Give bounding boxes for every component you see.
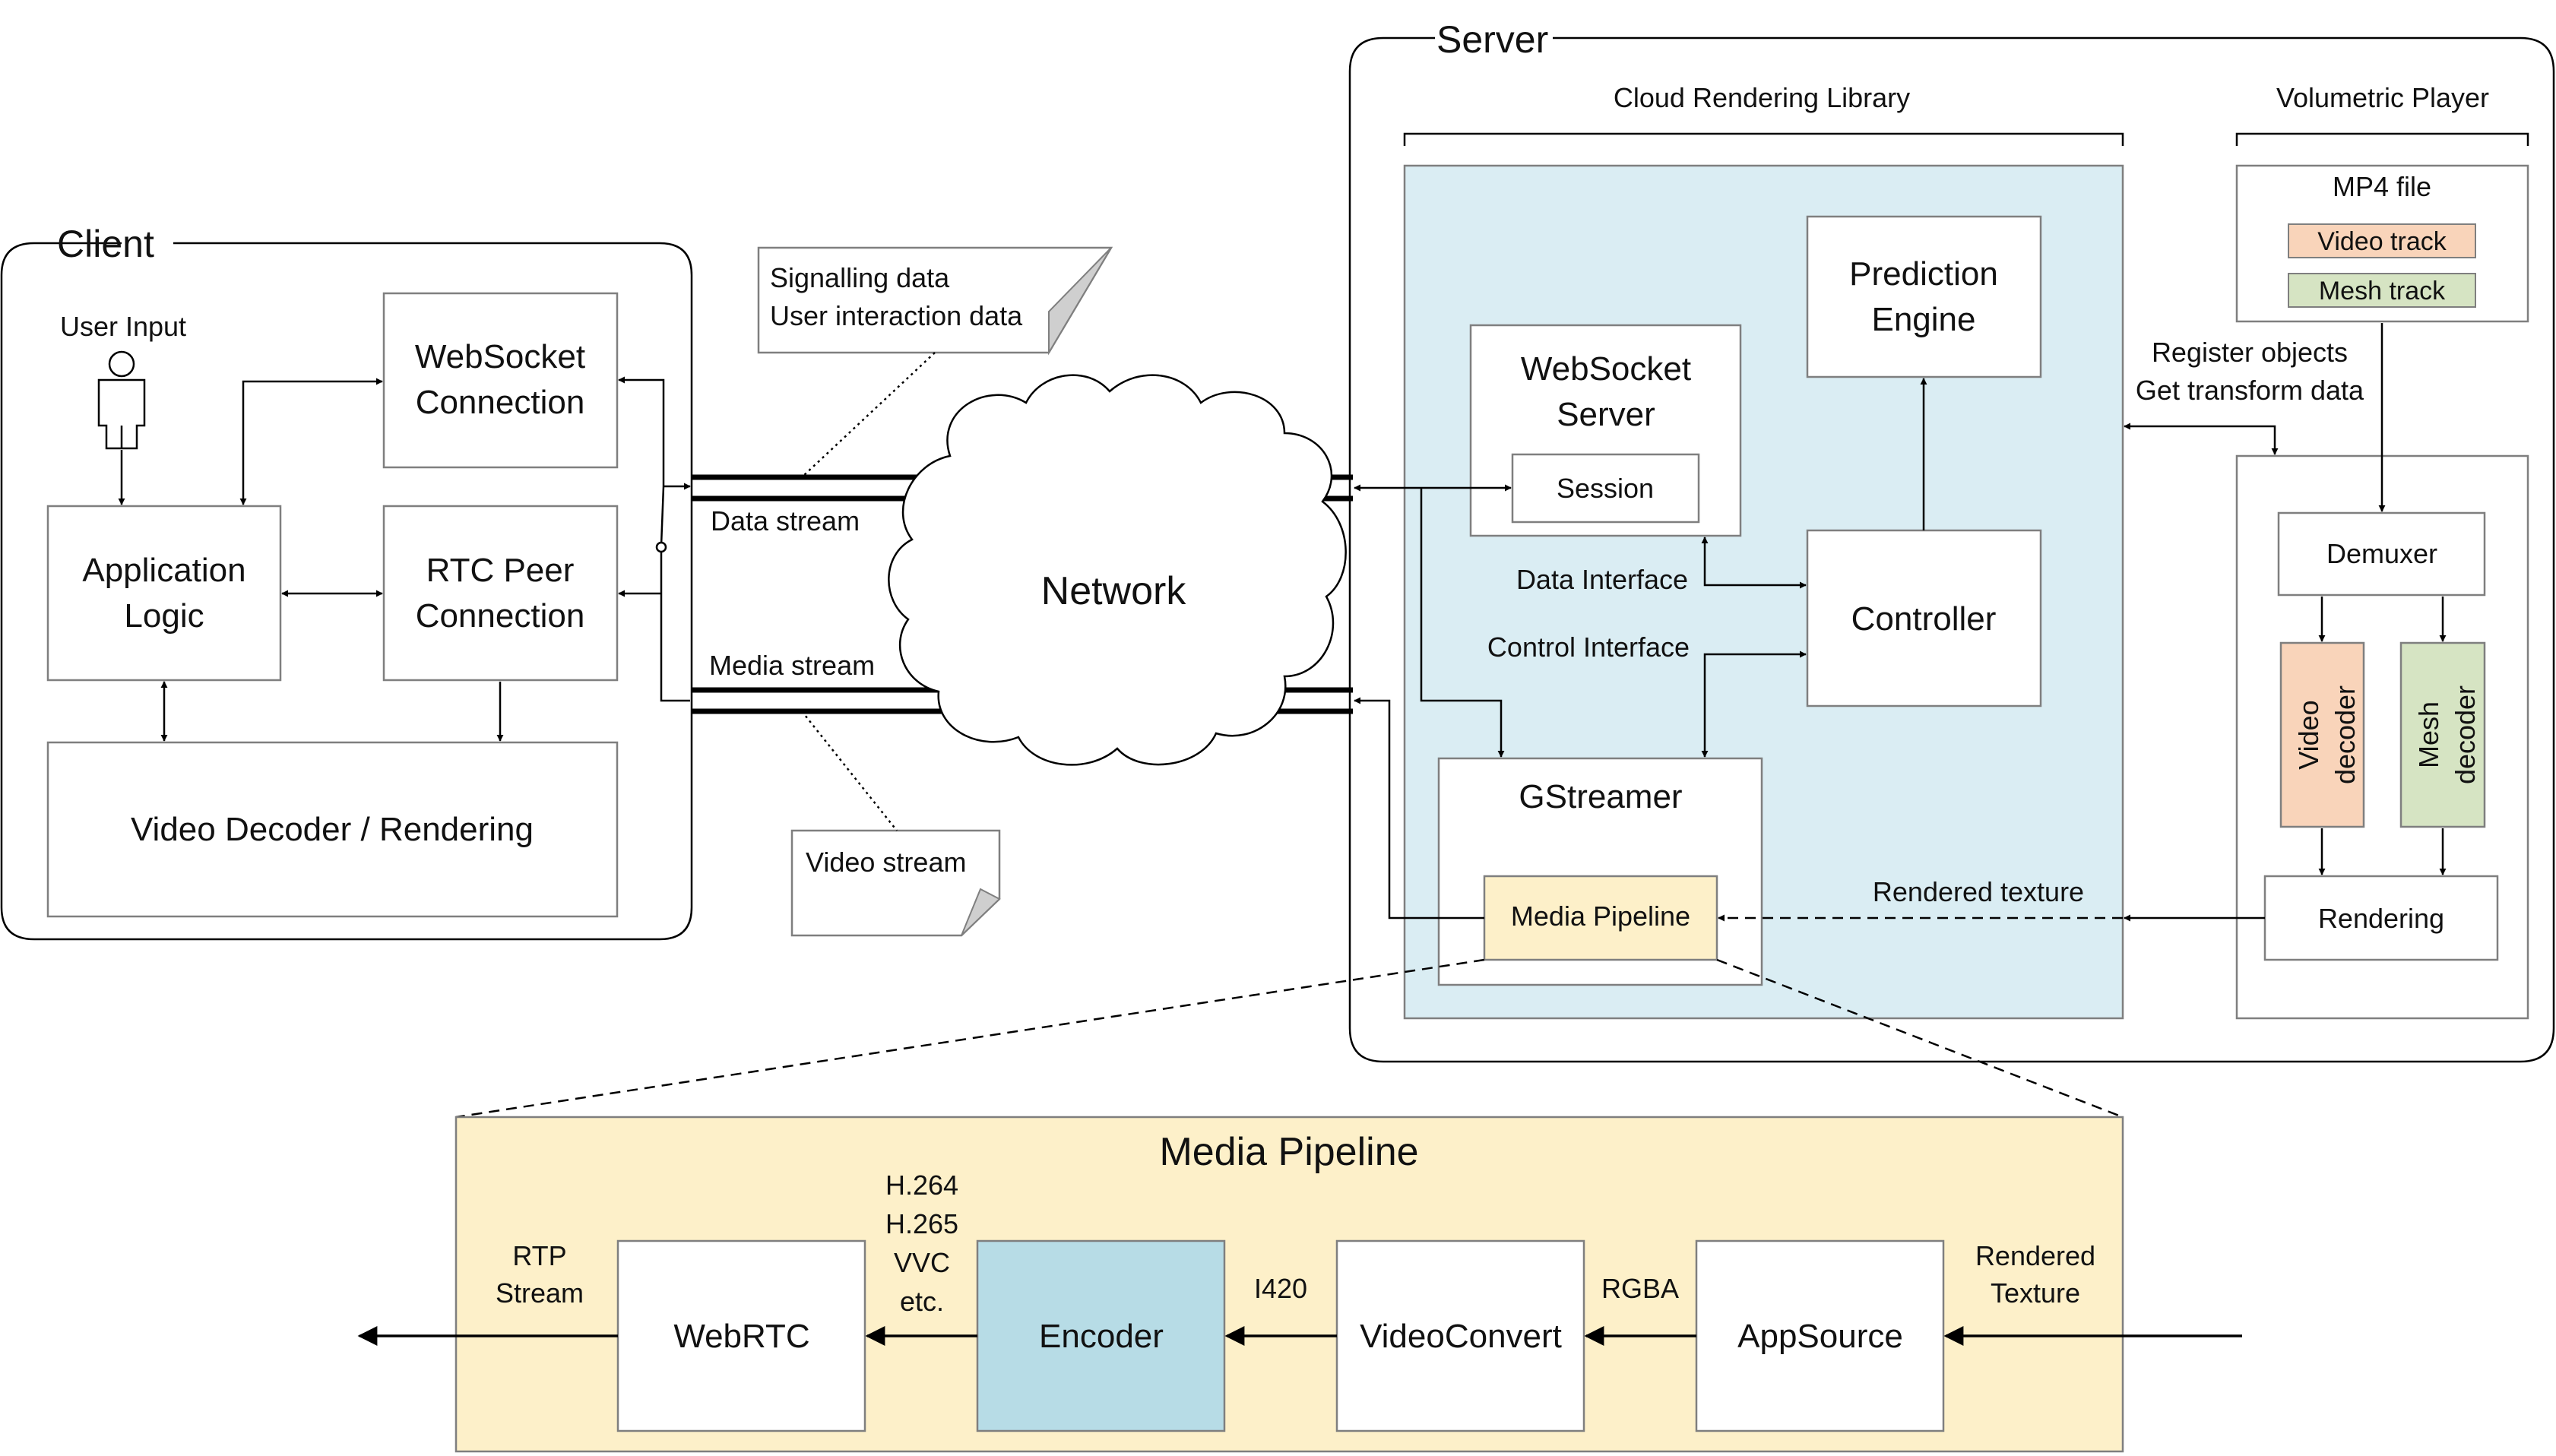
server-title: Server: [1436, 18, 1548, 61]
websocket-connection-label-2: Connection: [416, 384, 585, 421]
mesh-track-box: [2288, 273, 2476, 308]
volumetric-player-label: Volumetric Player: [2276, 82, 2489, 113]
demuxer-box: [2277, 511, 2486, 597]
codec-label-3: VVC: [894, 1247, 950, 1278]
data-interface-arrow: [1701, 537, 1807, 589]
network-to-gstreamer-arrow: [1420, 488, 1505, 758]
cloud-library-bracket: [1403, 132, 2124, 146]
application-logic-box: [46, 505, 282, 682]
client-frame: [0, 242, 693, 941]
session-label: Session: [1557, 473, 1654, 504]
media-pipeline-detail: Media Pipeline WebRTC Encoder VideoConve…: [357, 1116, 2242, 1453]
websocket-server-label-1: WebSocket: [1521, 350, 1691, 388]
websocket-connection-box: [382, 292, 619, 469]
rtp-stream-label-1: RTP: [512, 1240, 566, 1271]
video-stream-note-fold: [961, 888, 1001, 936]
video-track-label: Video track: [2317, 227, 2447, 256]
switch-line: [660, 486, 665, 546]
media-pipeline-mini-box: [1483, 875, 1718, 961]
codec-label-4: etc.: [900, 1286, 944, 1317]
network-cloud: [888, 374, 1347, 766]
mesh-track-label: Mesh track: [2319, 277, 2446, 305]
prediction-engine-label-1: Prediction: [1849, 255, 1998, 293]
video-decoder-label-2: decoder: [2330, 685, 2361, 784]
appsource-label: AppSource: [1737, 1318, 1903, 1355]
user-input-label: User Input: [60, 311, 186, 342]
media-pipeline-title: Media Pipeline: [1159, 1130, 1418, 1174]
rendered-texture-in-label-2: Texture: [1991, 1277, 2080, 1309]
signalling-note-line-1: Signalling data: [770, 262, 950, 293]
video-track-box: [2288, 223, 2476, 258]
media-stream-label: Media stream: [709, 650, 875, 681]
cloud-rendering-library-label: Cloud Rendering Library: [1614, 82, 1910, 113]
signalling-note-pointer: [801, 352, 936, 478]
gstreamer-to-network-arrow: [1354, 697, 1484, 919]
client-group: Client User Input WebSocket Connection A…: [0, 223, 693, 941]
switch-node: [655, 541, 667, 553]
volumetric-bracket: [2235, 132, 2529, 146]
network-label: Network: [1041, 569, 1187, 613]
rtc-peer-connection-box: [382, 505, 619, 682]
mesh-decoder-label-1: Mesh: [2413, 701, 2444, 768]
controller-label: Controller: [1851, 600, 1997, 638]
gstreamer-label: GStreamer: [1519, 778, 1682, 815]
video-decoder-rendering-box: [46, 741, 619, 918]
rendering-box: [2263, 875, 2499, 961]
websocket-connection-label-1: WebSocket: [415, 338, 585, 375]
video-stream-note-label: Video stream: [806, 847, 966, 878]
server-group: Server Cloud Rendering Library Volumetri…: [455, 18, 2555, 1119]
register-objects-label-1: Register objects: [2152, 337, 2348, 368]
encoder-box: [976, 1239, 1226, 1432]
app-websocket-arrow: [239, 378, 383, 505]
encoder-label: Encoder: [1039, 1318, 1164, 1355]
codec-label-1: H.264: [885, 1170, 958, 1201]
rtp-stream-label-2: Stream: [496, 1277, 584, 1309]
library-player-arrow: [2124, 423, 2279, 455]
data-stream-label: Data stream: [711, 505, 860, 537]
rgba-label: RGBA: [1601, 1273, 1679, 1304]
register-objects-label-2: Get transform data: [2136, 375, 2364, 406]
videoconvert-label: VideoConvert: [1360, 1318, 1562, 1355]
webrtc-label: WebRTC: [673, 1318, 809, 1355]
appsource-box: [1695, 1239, 1945, 1432]
signalling-note-fold: [1048, 247, 1112, 356]
application-logic-label-1: Application: [82, 552, 245, 589]
rendered-texture-label: Rendered texture: [1873, 876, 2084, 907]
prediction-engine-box: [1806, 215, 2042, 378]
prediction-engine-label-2: Engine: [1871, 301, 1975, 338]
media-pipeline-mini-label: Media Pipeline: [1511, 901, 1690, 932]
zoom-line-left: [455, 958, 1485, 1119]
video-decoder-rendering-label: Video Decoder / Rendering: [131, 811, 534, 848]
mesh-decoder-box: [2399, 641, 2486, 828]
control-interface-arrow: [1701, 650, 1807, 758]
control-interface-label: Control Interface: [1487, 631, 1690, 663]
controller-box: [1806, 529, 2042, 707]
signalling-note-line-2: User interaction data: [770, 300, 1023, 331]
video-decoder-box: [2279, 641, 2365, 828]
application-logic-label-2: Logic: [124, 597, 204, 635]
network-group: Network Data stream Media stream Signall…: [692, 246, 1353, 937]
demuxer-label: Demuxer: [2326, 538, 2437, 569]
webrtc-box: [616, 1239, 866, 1432]
zoom-line-right: [1716, 958, 2124, 1119]
data-interface-label: Data Interface: [1516, 564, 1688, 595]
user-icon: [97, 350, 146, 450]
codec-label-2: H.265: [885, 1208, 958, 1239]
client-title: Client: [57, 223, 154, 265]
websocket-link: [618, 376, 665, 486]
rtc-peer-connection-label-1: RTC Peer: [426, 552, 575, 589]
rtc-peer-connection-label-2: Connection: [416, 597, 585, 635]
rtc-link: [660, 552, 690, 702]
mp4-file-label: MP4 file: [2333, 171, 2431, 202]
mesh-decoder-label-2: decoder: [2450, 685, 2481, 784]
session-box: [1511, 453, 1700, 524]
rendering-label: Rendering: [2318, 903, 2444, 934]
rendered-texture-in-label-1: Rendered: [1975, 1240, 2095, 1271]
server-frame: [1348, 36, 2555, 1063]
i420-label: I420: [1254, 1273, 1307, 1304]
video-stream-note-pointer: [801, 711, 898, 831]
video-decoder-label-1: Video: [2293, 700, 2324, 769]
websocket-server-label-2: Server: [1557, 396, 1655, 433]
